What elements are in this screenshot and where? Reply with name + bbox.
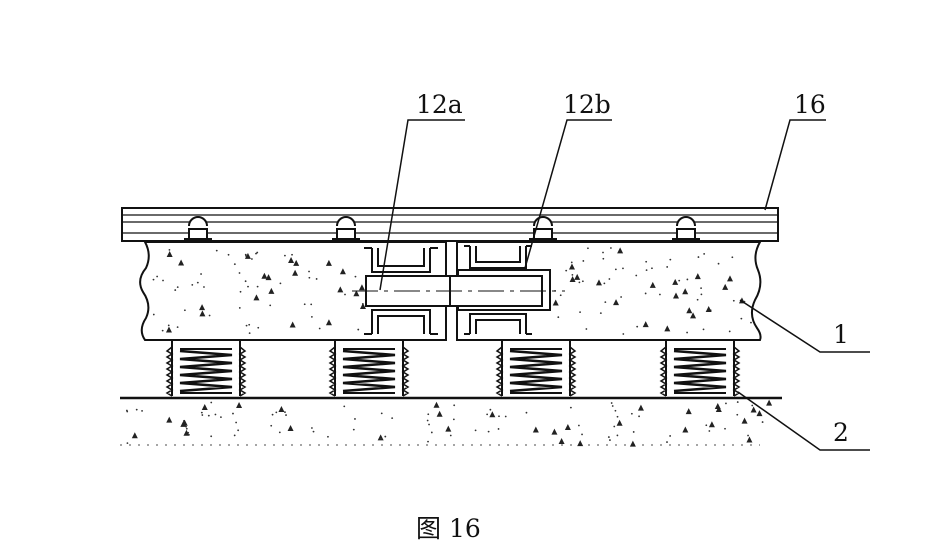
label-16: 16 [794,90,826,119]
leader-lines [379,119,870,451]
spring-supports [165,341,741,397]
slab-aggregate [152,247,752,335]
spring-support [659,341,741,397]
label-1: 1 [833,320,849,349]
fastener [332,216,360,240]
spring-support [328,341,410,397]
foundation-slab [120,396,782,447]
spring-support [165,341,247,397]
label-12b: 12b [563,90,611,119]
slab-left [139,241,447,341]
slab-right [456,241,762,341]
spring-support [495,341,577,397]
connector-12b [449,245,551,335]
foundation-aggregate [125,399,773,447]
label-2: 2 [833,418,849,447]
figure-caption: 图 16 [416,514,481,543]
fastener [672,216,700,240]
rail [121,207,779,242]
fastener [184,216,212,240]
label-12a: 12a [416,90,463,119]
